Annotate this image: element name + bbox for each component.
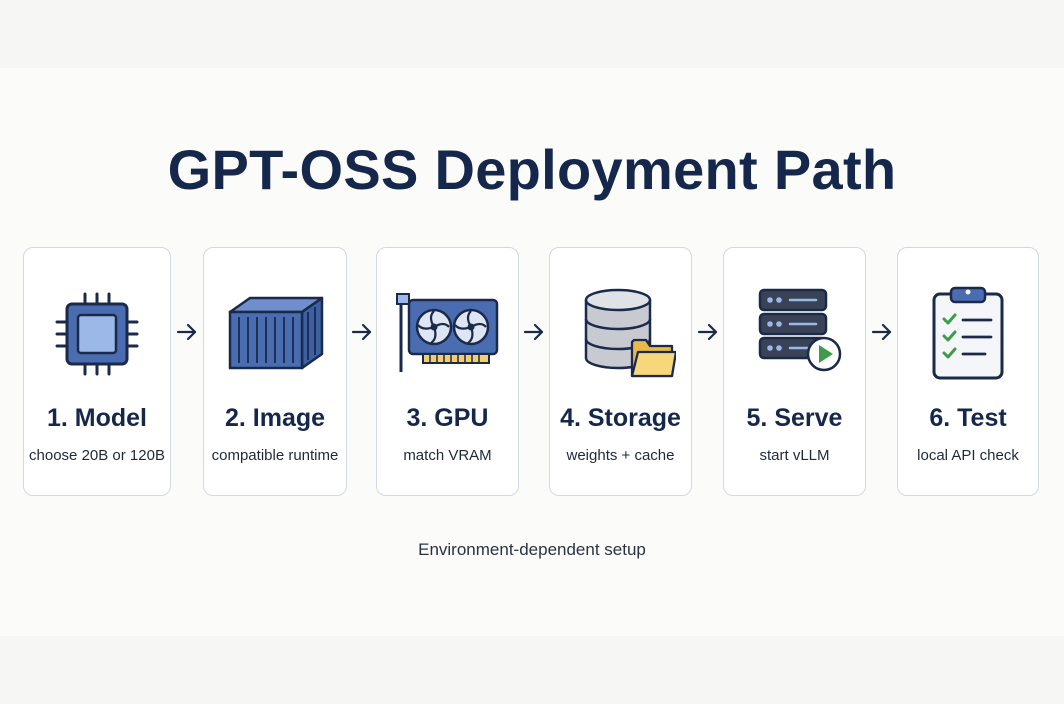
step-card-storage: 4. Storage weights + cache [549, 247, 692, 496]
step-label: 5. Serve [746, 404, 843, 432]
arrow-right-icon [697, 322, 719, 342]
step-card-test: 6. Test local API check [897, 247, 1039, 496]
step-description: compatible runtime [211, 447, 339, 464]
step-description: choose 20B or 120B [29, 447, 165, 464]
step-label: 6. Test [929, 404, 1007, 432]
step-label: 1. Model [46, 404, 147, 432]
clipboard-checklist-icon [913, 284, 1023, 384]
step-label: 3. GPU [406, 404, 489, 432]
step-description: weights + cache [566, 447, 675, 464]
arrow-right-icon [176, 322, 198, 342]
database-folder-icon [566, 284, 676, 384]
arrow-right-icon [871, 322, 893, 342]
step-description: start vLLM [759, 447, 830, 464]
container-icon [220, 284, 330, 384]
step-card-gpu: 3. GPU match VRAM [376, 247, 519, 496]
footer-note: Environment-dependent setup [418, 540, 646, 559]
diagram-canvas [0, 68, 1064, 636]
step-label: 4. Storage [560, 404, 681, 432]
step-description: local API check [917, 447, 1019, 464]
diagram-title: GPT-OSS Deployment Path [167, 138, 897, 201]
server-play-icon [740, 284, 850, 384]
step-description: match VRAM [403, 447, 492, 464]
step-label: 2. Image [224, 404, 326, 432]
arrow-right-icon [523, 322, 545, 342]
step-card-serve: 5. Serve start vLLM [723, 247, 866, 496]
gpu-card-icon [393, 284, 503, 384]
step-card-image: 2. Image compatible runtime [203, 247, 347, 496]
step-card-model: 1. Model choose 20B or 120B [23, 247, 171, 496]
arrow-right-icon [351, 322, 373, 342]
cpu-chip-icon [42, 284, 152, 384]
